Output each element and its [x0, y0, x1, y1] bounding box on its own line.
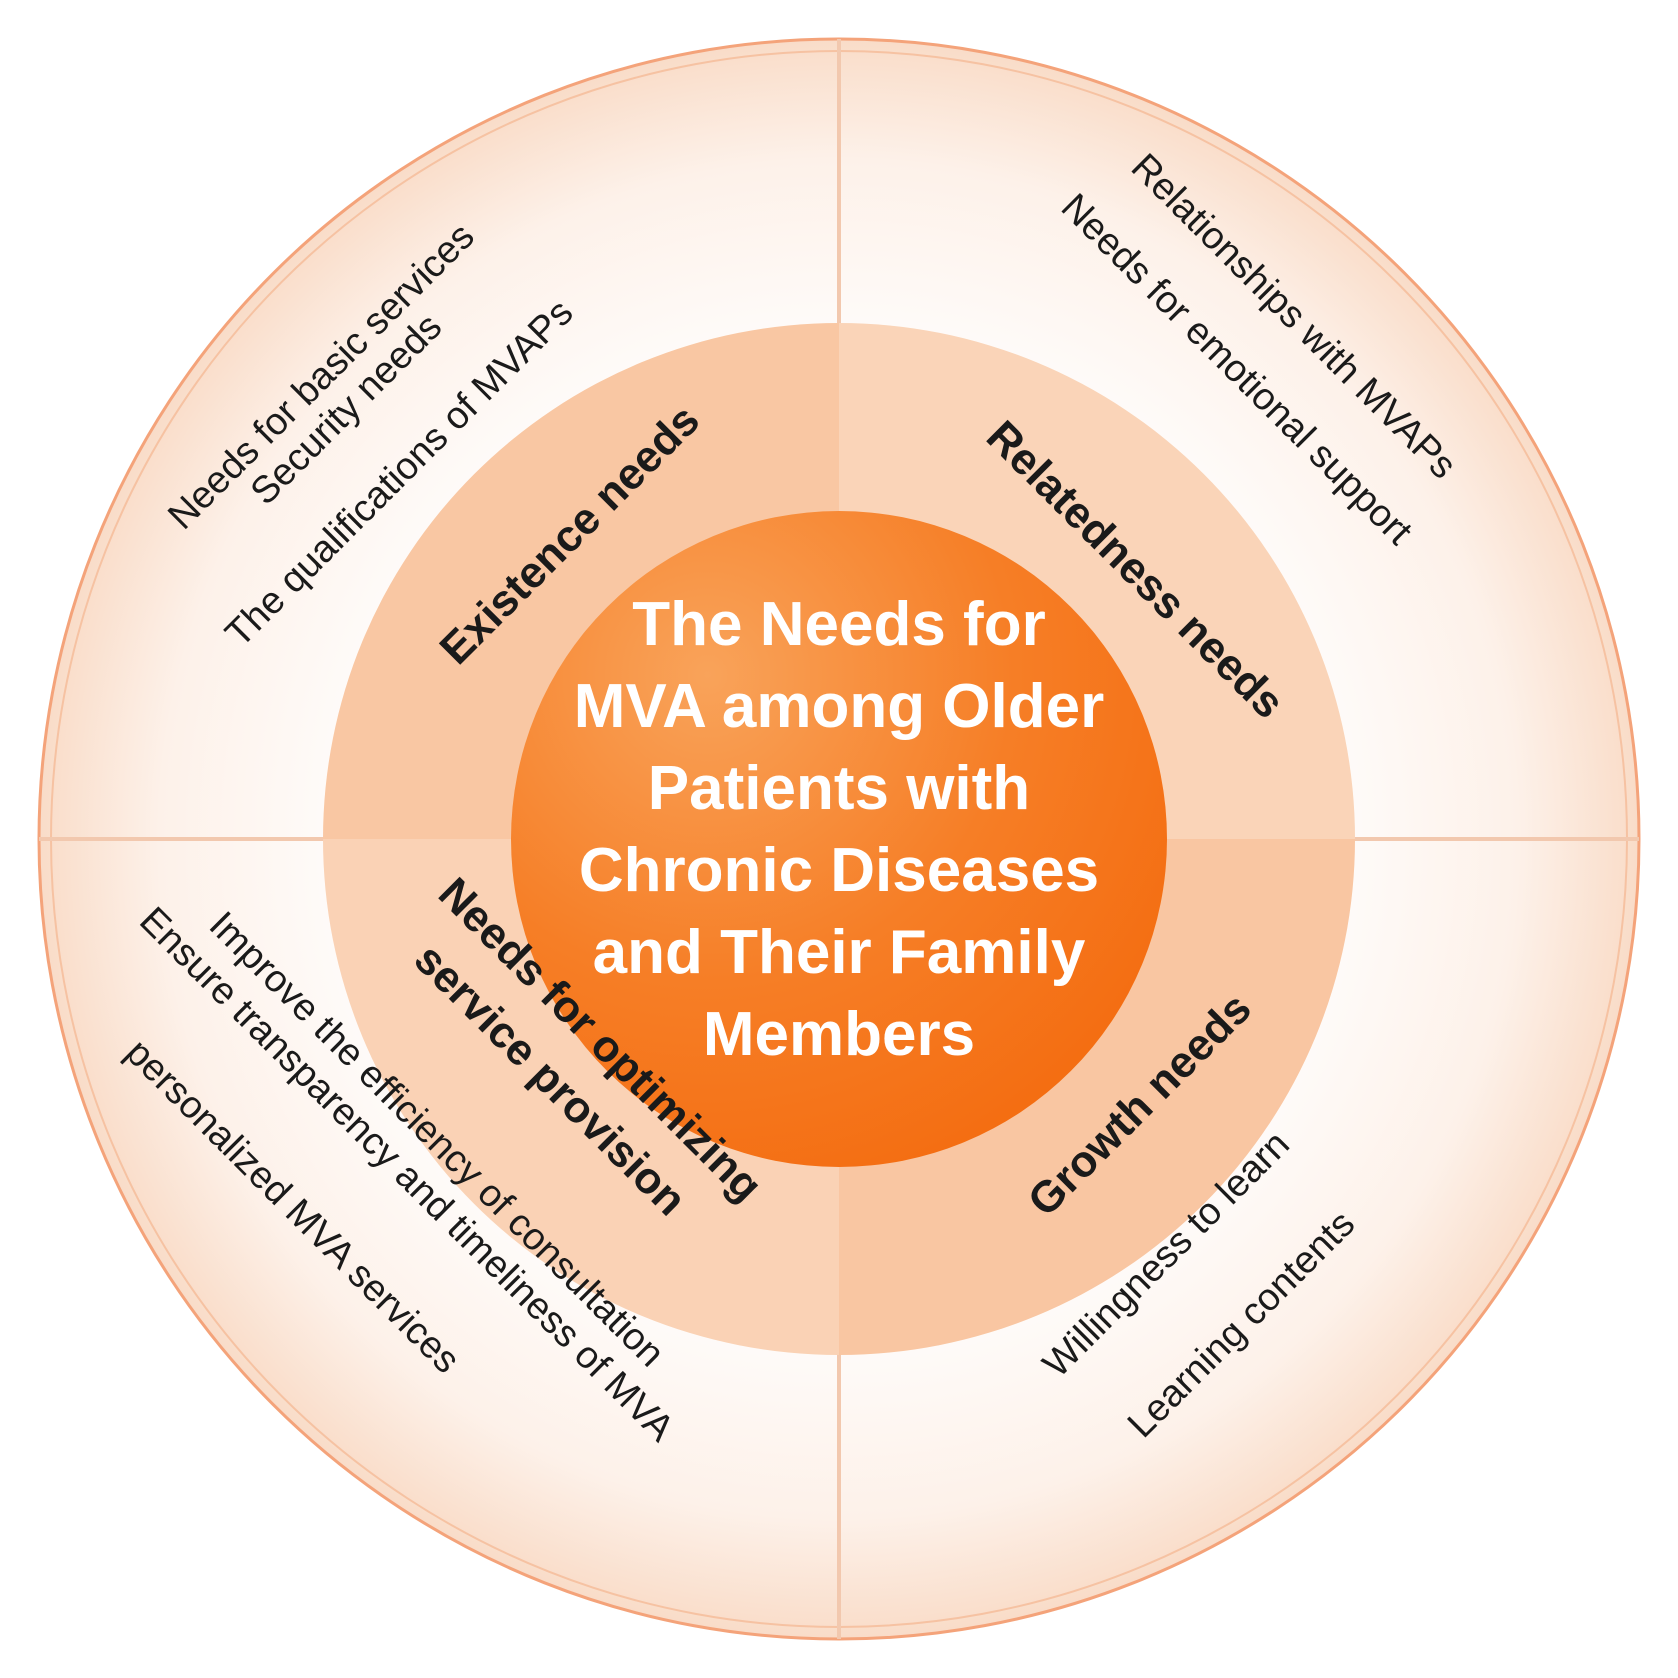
center-title-line: Members: [703, 1000, 975, 1069]
center-title-line: MVA among Older: [574, 672, 1104, 741]
center-title-line: Patients with: [648, 754, 1030, 823]
center-circle: [511, 511, 1167, 1167]
center-title-line: Chronic Diseases: [579, 836, 1099, 905]
center-title-line: and Their Family: [593, 918, 1086, 987]
center-title-line: The Needs for: [632, 590, 1045, 659]
center-title: The Needs for MVA among Older Patients w…: [574, 590, 1104, 1069]
